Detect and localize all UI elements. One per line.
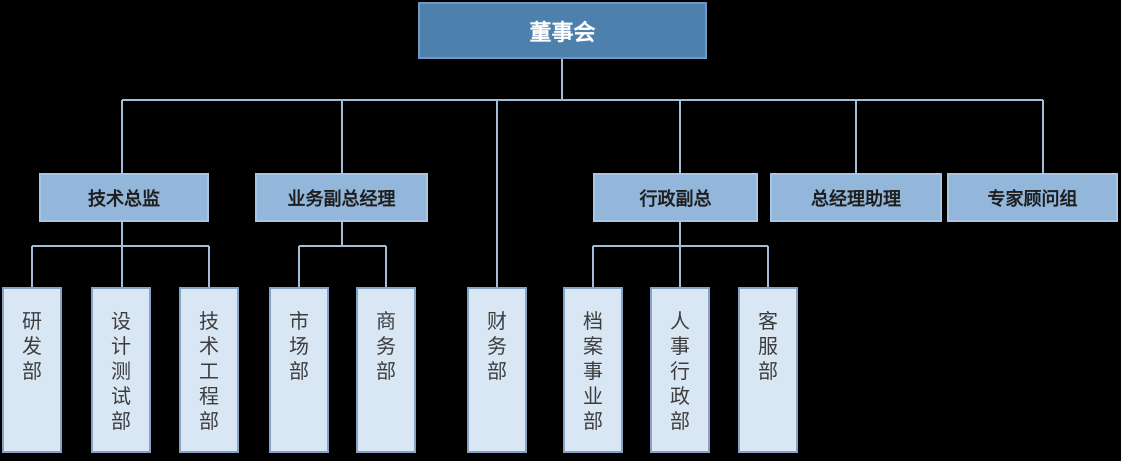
- org-node-admin-deputy-gm: 行政副总: [593, 173, 758, 222]
- org-node-marketing-dept: 市场部: [269, 287, 329, 453]
- org-node-board-of-directors: 董事会: [418, 2, 707, 59]
- org-node-label: 研发部: [22, 309, 42, 383]
- org-node-label: 技术总监: [88, 188, 160, 210]
- org-node-tech-director: 技术总监: [39, 173, 209, 222]
- org-node-archives-business-dept: 档案事业部: [563, 287, 623, 453]
- org-node-label: 财务部: [487, 309, 507, 383]
- org-node-label: 总经理助理: [811, 188, 901, 210]
- org-node-label: 档案事业部: [583, 309, 603, 433]
- org-node-business-deputy-gm: 业务副总经理: [255, 173, 428, 222]
- org-node-label: 人事行政部: [670, 309, 690, 433]
- org-node-label: 专家顾问组: [987, 188, 1078, 210]
- org-node-customer-service-dept: 客服部: [738, 287, 798, 453]
- org-node-expert-advisory-group: 专家顾问组: [947, 173, 1118, 222]
- org-node-commerce-dept: 商务部: [356, 287, 416, 453]
- org-node-label: 行政副总: [639, 188, 712, 210]
- org-node-finance-dept: 财务部: [467, 287, 527, 453]
- org-node-hr-admin-dept: 人事行政部: [650, 287, 710, 453]
- org-node-label: 商务部: [376, 309, 396, 383]
- org-node-label: 客服部: [758, 309, 778, 383]
- org-node-label: 市场部: [289, 309, 309, 383]
- org-node-label: 设计测试部: [111, 309, 131, 433]
- org-node-label: 业务副总经理: [287, 188, 396, 210]
- org-node-tech-engineering-dept: 技术工程部: [179, 287, 239, 453]
- org-node-rd-dept: 研发部: [2, 287, 62, 453]
- org-node-gm-assistant: 总经理助理: [770, 173, 942, 222]
- org-node-label: 董事会: [529, 20, 596, 46]
- org-node-design-testing-dept: 设计测试部: [91, 287, 151, 453]
- org-node-label: 技术工程部: [199, 309, 219, 433]
